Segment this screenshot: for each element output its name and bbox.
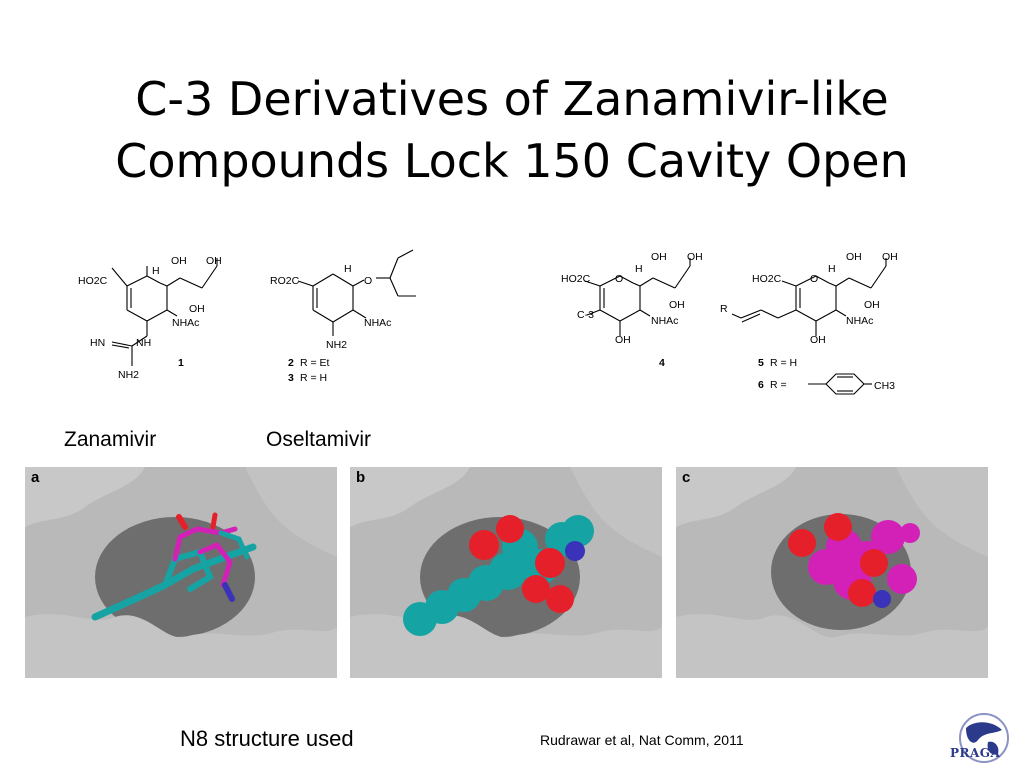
s1-oh-mid: OH [189, 303, 205, 315]
globe-icon [959, 713, 1009, 763]
oseltamivir-label: Oseltamivir [266, 428, 372, 451]
s5-r-h: R = H [770, 357, 797, 369]
s2-r-h: R = H [300, 372, 327, 384]
s2-ro2c: RO2C [270, 275, 300, 287]
s4-nhac: NHAc [651, 315, 678, 327]
s5-h: H [828, 263, 836, 275]
s4-o: O [615, 273, 623, 285]
s1-oh-top2: OH [206, 255, 222, 267]
s5-ho2c: HO2C [752, 273, 782, 285]
s4-ho2c: HO2C [561, 273, 591, 285]
s5-oh-bot: OH [810, 334, 826, 346]
s1-h: H [152, 265, 160, 277]
s1-oh-top1: OH [171, 255, 187, 267]
s1-nh: NH [136, 337, 151, 349]
s2-label2: 2 [288, 357, 294, 369]
s2-o: O [364, 275, 372, 287]
slide-title: C-3 Derivatives of Zanamivir-like Compou… [0, 68, 1024, 192]
structure-4: OH OH H HO2C O OH NHAc C-3 OH 4 [555, 238, 725, 388]
s4-oh-mid: OH [669, 299, 685, 311]
s4-oh-top2: OH [687, 251, 703, 263]
slide-title-line2: Compounds Lock 150 Cavity Open [115, 134, 909, 188]
s1-nhac: NHAc [172, 317, 199, 329]
panel-b-letter: b [356, 469, 366, 486]
panel-a-letter: a [31, 469, 40, 486]
structure-2-oseltamivir: H O RO2C NHAc NH2 2 R = Et 3 R = H [268, 238, 438, 388]
s4-c3: C-3 [577, 309, 594, 321]
s5-oh-mid: OH [864, 299, 880, 311]
s5-oh-top1: OH [846, 251, 862, 263]
panel-c-letter: c [682, 469, 691, 486]
zanamivir-label: Zanamivir [64, 428, 157, 451]
s5-nhac: NHAc [846, 315, 873, 327]
s5-label5: 5 [758, 357, 764, 369]
s1-ho2c: HO2C [78, 275, 108, 287]
s5-r-tolyl: R = [770, 379, 787, 391]
s2-h: H [344, 263, 352, 275]
panel-a-stick-model: a [25, 467, 337, 678]
s1-hn: HN [90, 337, 105, 349]
panel-b-spacefill-model: b [350, 467, 662, 678]
s5-label6: 6 [758, 379, 764, 391]
citation: Rudrawar et al, Nat Comm, 2011 [540, 732, 744, 748]
s5-ch3: CH3 [874, 380, 895, 392]
s2-r-et: R = Et [300, 357, 330, 369]
s5-r: R [720, 303, 728, 315]
structure-5-6: OH OH H HO2C O OH NHAc R OH 5 R = H 6 R … [716, 238, 906, 398]
s1-nh2: NH2 [118, 369, 139, 381]
s4-label: 4 [659, 357, 665, 369]
s4-oh-top1: OH [651, 251, 667, 263]
pragma-logo: PRAGA [944, 712, 1020, 768]
logo-text: PRAGA [950, 746, 1001, 760]
s5-o: O [810, 273, 818, 285]
slide-title-line1: C-3 Derivatives of Zanamivir-like [135, 72, 889, 126]
panel-c-spacefill-model: c [676, 467, 988, 678]
s5-oh-top2: OH [882, 251, 898, 263]
s2-nh2: NH2 [326, 339, 347, 351]
s1-label: 1 [178, 357, 184, 369]
s2-label3: 3 [288, 372, 294, 384]
structure-1-zanamivir: OH OH H HO2C OH NHAc HN NH NH2 1 [72, 238, 242, 388]
s4-h: H [635, 263, 643, 275]
s4-oh-bot: OH [615, 334, 631, 346]
n8-structure-note: N8 structure used [180, 726, 354, 751]
s2-nhac: NHAc [364, 317, 391, 329]
